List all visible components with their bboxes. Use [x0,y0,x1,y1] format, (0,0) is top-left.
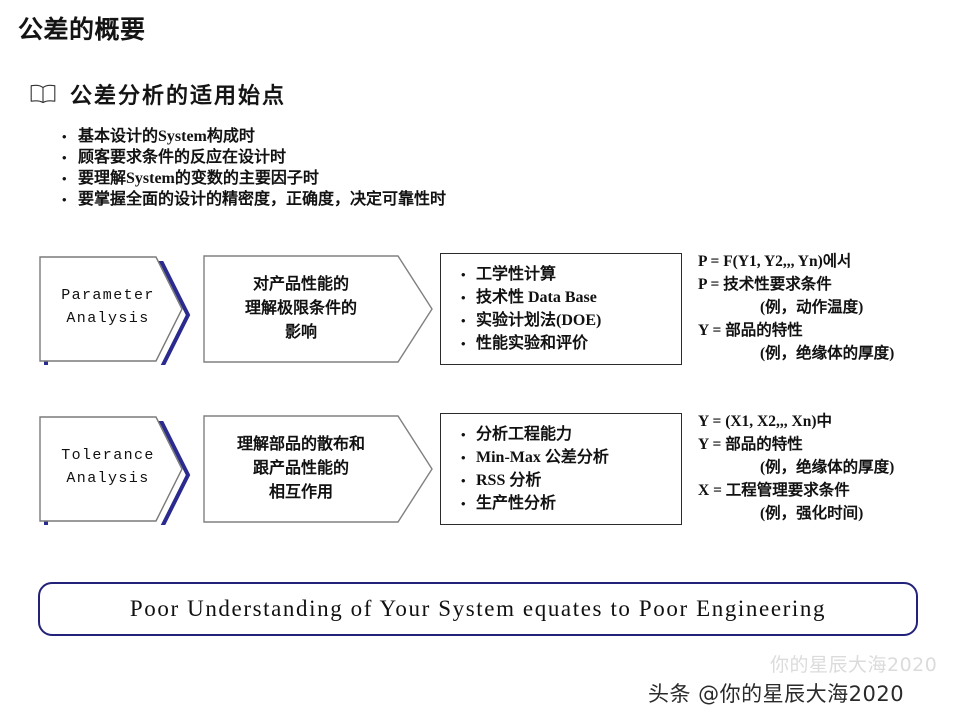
summary-banner-text: Poor Understanding of Your System equate… [129,596,827,621]
stage-shape-impact-arrow: 对产品性能的 理解极限条件的 影响 [202,253,434,365]
bullet-marker-icon: • [461,450,466,465]
list-item-label: 实验计划法(DOE) [476,312,602,329]
bullet-marker-icon: • [461,290,466,305]
stage-formula-block: P = F(Y1, Y2,,, Yn)에서 P = 技术性要求条件 (例，动作温… [698,250,954,365]
list-item-label: 要理解System的变数的主要因子时 [78,170,319,187]
section-heading: 公差分析的适用始点 [30,78,286,110]
list-item: • 实验计划法(DOE) [461,309,681,332]
list-item: • 生产性分析 [461,492,681,515]
list-item-label: 生产性分析 [476,495,557,512]
list-item-label: Min-Max 公差分析 [476,449,609,466]
bullet-marker-icon: • [461,496,466,511]
bullet-marker-icon: • [461,473,466,488]
formula-line: Y = (X1, X2,,, Xn)中 [698,413,832,430]
stage-shape-interaction-arrow: 理解部品的散布和 跟产品性能的 相互作用 [202,413,434,525]
list-item-label: 性能实验和评价 [476,335,589,352]
formula-line: Y = 部品的特性 [698,436,803,453]
list-item-label: 分析工程能力 [476,426,573,443]
flow-row-tolerance-analysis: Tolerance Analysis 理解部品的散布和 跟产品性能的 相互作用 … [0,410,960,540]
list-item: • 要理解System的变数的主要因子时 [62,168,582,189]
bullet-marker-icon: • [62,150,67,165]
list-item: • 基本设计的System构成时 [62,126,582,147]
list-item: • 分析工程能力 [461,423,681,446]
bullet-marker-icon: • [461,427,466,442]
list-item-label: 要掌握全面的设计的精密度，正确度，决定可靠性时 [78,191,447,208]
stage-shape-parameter-analysis: Parameter Analysis [38,253,194,365]
formula-line: Y = 部品的特性 [698,322,803,339]
bullet-marker-icon: • [62,192,67,207]
intro-bullet-list: • 基本设计的System构成时 • 顾客要求条件的反应在设计时 • 要理解Sy… [62,126,582,210]
stage-methods-box: • 工学性计算 • 技术性 Data Base • 实验计划法(DOE) • 性… [440,253,682,365]
list-item-label: 工学性计算 [476,266,557,283]
list-item-label: 顾客要求条件的反应在设计时 [78,149,287,166]
list-item: • 要掌握全面的设计的精密度，正确度，决定可靠性时 [62,189,582,210]
formula-line: P = 技术性要求条件 [698,276,832,293]
watermark-main: 头条 @你的星辰大海2020 [648,682,905,706]
stage-shape-tolerance-analysis: Tolerance Analysis [38,413,194,525]
list-item: • 性能实验和评价 [461,332,681,355]
formula-line: (例，绝缘体的厚度) [760,345,895,362]
bullet-marker-icon: • [62,171,67,186]
list-item-label: RSS 分析 [476,472,542,489]
bullet-marker-icon: • [461,267,466,282]
bullet-marker-icon: • [461,336,466,351]
bullet-marker-icon: • [62,129,67,144]
formula-line: P = F(Y1, Y2,,, Yn)에서 [698,253,852,270]
list-item: • RSS 分析 [461,469,681,492]
section-heading-label: 公差分析的适用始点 [70,83,287,108]
formula-line: X = 工程管理要求条件 [698,482,850,499]
formula-line: (例，动作温度) [760,299,864,316]
open-book-icon [30,84,56,104]
watermark-faint: 你的星辰大海2020 [770,654,938,676]
list-item-label: 技术性 Data Base [476,289,597,306]
list-item: • Min-Max 公差分析 [461,446,681,469]
formula-line: (例，强化时间) [760,505,864,522]
summary-banner: Poor Understanding of Your System equate… [38,582,918,636]
list-item: • 技术性 Data Base [461,286,681,309]
list-item: • 顾客要求条件的反应在设计时 [62,147,582,168]
bullet-marker-icon: • [461,313,466,328]
stage-formula-block: Y = (X1, X2,,, Xn)中 Y = 部品的特性 (例，绝缘体的厚度)… [698,410,954,525]
list-item-label: 基本设计的System构成时 [78,128,255,145]
formula-line: (例，绝缘体的厚度) [760,459,895,476]
stage-methods-box: • 分析工程能力 • Min-Max 公差分析 • RSS 分析 • 生产性分析 [440,413,682,525]
page-title: 公差的概要 [18,17,146,44]
flow-row-parameter-analysis: Parameter Analysis 对产品性能的 理解极限条件的 影响 • 工… [0,250,960,380]
list-item: • 工学性计算 [461,263,681,286]
